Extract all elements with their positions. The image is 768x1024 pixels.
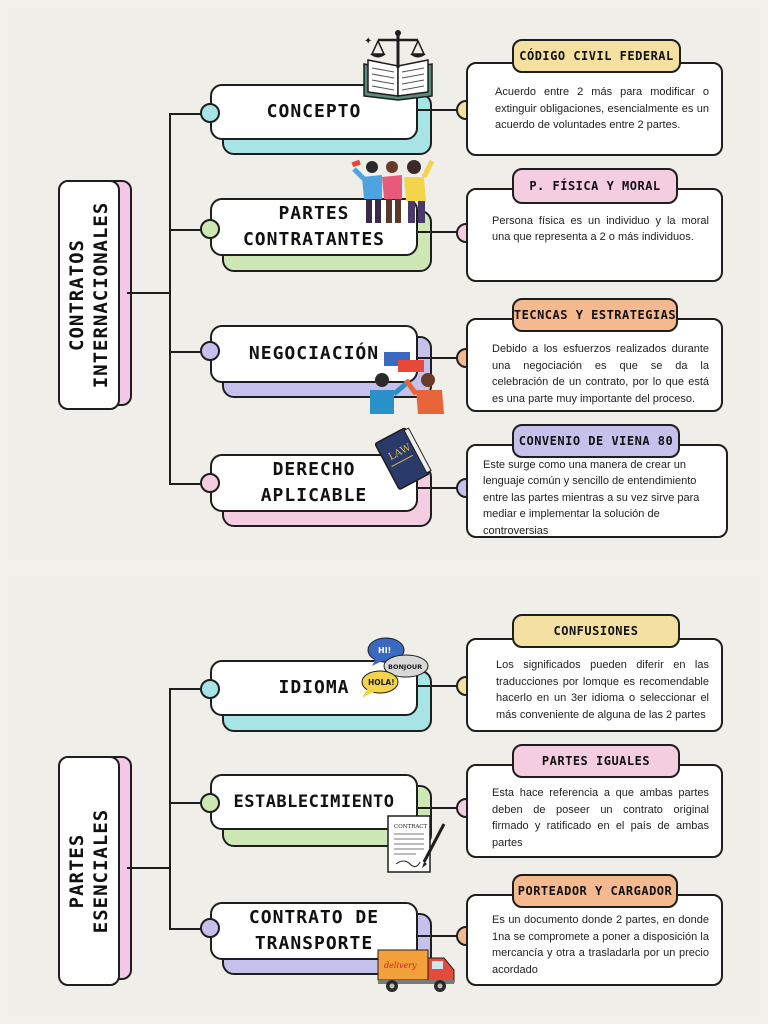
bubble-text: HI! — [378, 646, 391, 655]
node-dot — [200, 793, 220, 813]
contract-document-icon: CONTRACT — [387, 815, 446, 873]
people-group-icon — [351, 159, 435, 223]
node-dot — [200, 103, 220, 123]
topic-derecho-aplicable: DERECHO APLICABLE — [210, 454, 418, 512]
topic-establecimiento: ESTABLECIMIENTO — [210, 774, 418, 830]
topic-tag: PARTES IGUALES — [512, 744, 680, 778]
svg-text:✦: ✦ — [364, 36, 372, 47]
scales-book-icon: ✦ — [363, 30, 433, 101]
main-title-box: PARTES ESENCIALES — [58, 756, 120, 986]
node-dot — [200, 341, 220, 361]
topic-partes-contratantes: PARTES CONTRATANTES — [210, 198, 418, 256]
bubble-text: HOLA! — [368, 678, 395, 687]
topic-tag: CONVENIO DE VIENA 80 — [512, 424, 680, 458]
description-card: Debido a los esfuerzos realizados durant… — [466, 318, 723, 412]
topic-negociacion: NEGOCIACIÓN — [210, 325, 418, 383]
node-dot — [200, 473, 220, 493]
topic-tag: PORTEADOR Y CARGADOR — [512, 874, 678, 908]
main-title-box: CONTRATOS INTERNACIONALES — [58, 180, 120, 410]
node-dot — [200, 918, 220, 938]
node-dot — [200, 219, 220, 239]
description-card: Acuerdo entre 2 más para modificar o ext… — [466, 62, 723, 156]
law-book-icon: LAW — [374, 427, 432, 490]
description-card: Este surge como una manera de crear un l… — [466, 444, 728, 538]
contract-label: CONTRACT — [394, 824, 428, 830]
topic-tag: TECNCAS Y ESTRATEGIAS — [512, 298, 678, 332]
negotiation-icon — [370, 352, 444, 414]
topic-tag: P. FÍSICA Y MORAL — [512, 168, 678, 204]
topic-tag: CÓDIGO CIVIL FEDERAL — [512, 39, 681, 73]
delivery-truck-icon: delivery — [377, 949, 455, 992]
truck-label: delivery — [384, 961, 417, 970]
main-title: PARTES ESENCIALES — [66, 808, 112, 934]
connector — [169, 113, 171, 485]
main-title: CONTRATOS INTERNACIONALES — [66, 201, 112, 389]
description-card: Es un documento donde 2 partes, en donde… — [466, 894, 723, 986]
speech-bubbles-icon: HI! BONJOUR HOLA! — [361, 637, 429, 698]
bubble-text: BONJOUR — [388, 663, 422, 671]
description-card: Esta hace referencia a que ambas partes … — [466, 764, 723, 858]
topic-tag: CONFUSIONES — [512, 614, 680, 648]
node-dot — [200, 679, 220, 699]
connector — [127, 292, 171, 294]
description-card: Los significados pueden diferir en las t… — [466, 638, 723, 732]
